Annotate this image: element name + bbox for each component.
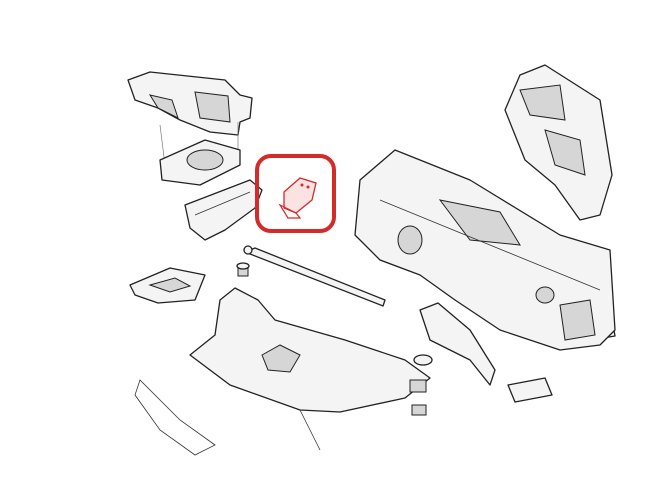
floor-panel	[134, 287, 431, 456]
upper-right-panel	[504, 64, 613, 221]
dash-panel	[354, 149, 616, 351]
side-plate	[129, 267, 206, 304]
upper-left-bracket	[127, 71, 253, 136]
tray-part	[159, 139, 241, 186]
lower-cover-part	[184, 179, 263, 241]
strut-rod	[243, 245, 386, 307]
highlighted-bracket	[278, 177, 317, 219]
highlight-box	[255, 154, 336, 233]
pillar-part	[419, 302, 496, 386]
bolt	[236, 262, 250, 277]
